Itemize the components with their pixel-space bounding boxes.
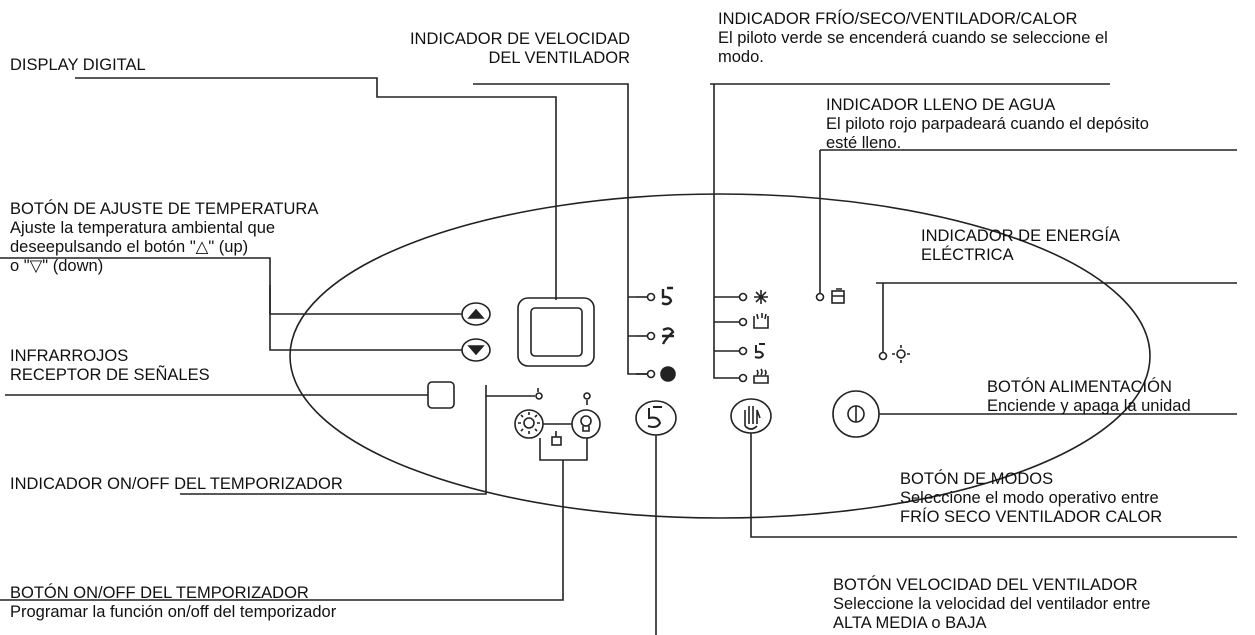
mode-cool-led bbox=[738, 292, 748, 302]
control-panel-outline bbox=[289, 193, 1151, 519]
callout-timer-button-desc: Programar la función on/off del temporiz… bbox=[10, 603, 337, 621]
callout-power-indicator-title: INDICADOR DE ENERGÍA bbox=[921, 227, 1120, 245]
bulb-icon bbox=[580, 415, 592, 427]
lock-icon bbox=[551, 436, 562, 446]
callout-timer-button: BOTÓN ON/OFF DEL TEMPORIZADOR Programar … bbox=[10, 584, 336, 622]
timer-off-led bbox=[583, 392, 591, 400]
callout-timer-indicator-title: INDICADOR ON/OFF DEL TEMPORIZADOR bbox=[10, 475, 343, 493]
mode-fan-icon bbox=[754, 343, 765, 359]
callout-temp-desc3: o "▽" (down) bbox=[10, 257, 104, 275]
callout-water-full-desc1: El piloto rojo parpadeará cuando el depó… bbox=[826, 115, 1149, 133]
callout-fan-speed-indicator: INDICADOR DE VELOCIDAD DEL VENTILADOR bbox=[340, 30, 630, 68]
callout-fan-indicator-title2: DEL VENTILADOR bbox=[488, 49, 630, 67]
callout-infrared-title: INFRARROJOS bbox=[10, 347, 129, 365]
fan-high-icon bbox=[661, 286, 673, 306]
callout-infrared: INFRARROJOS RECEPTOR DE SEÑALES bbox=[10, 347, 210, 385]
callout-power-button-desc: Enciende y apaga la unidad bbox=[987, 397, 1191, 415]
callout-display: DISPLAY DIGITAL bbox=[10, 56, 146, 75]
fan-low-led bbox=[646, 369, 656, 379]
callout-water-full: INDICADOR LLENO DE AGUA El piloto rojo p… bbox=[826, 96, 1149, 153]
timer-off-button[interactable] bbox=[571, 409, 601, 439]
sun-icon bbox=[523, 417, 535, 429]
callout-power-indicator-title2: ELÉCTRICA bbox=[921, 246, 1014, 264]
callout-power-indicator: INDICADOR DE ENERGÍA ELÉCTRICA bbox=[921, 227, 1120, 265]
callout-temp-title: BOTÓN DE AJUSTE DE TEMPERATURA bbox=[10, 200, 319, 218]
callout-water-full-desc2: esté lleno. bbox=[826, 134, 902, 152]
fan-high-led bbox=[646, 292, 656, 302]
infrared-receiver bbox=[427, 381, 455, 409]
water-full-led bbox=[815, 292, 825, 302]
power-sun-icon bbox=[896, 349, 906, 359]
fan-medium-icon bbox=[661, 327, 675, 345]
callout-fan-indicator-title: INDICADOR DE VELOCIDAD bbox=[409, 30, 630, 48]
heat-icon bbox=[753, 368, 769, 384]
mode-button[interactable] bbox=[730, 398, 772, 434]
callout-infrared-title2: RECEPTOR DE SEÑALES bbox=[10, 366, 210, 384]
callout-power-button: BOTÓN ALIMENTACIÓN Enciende y apaga la u… bbox=[987, 378, 1191, 416]
callout-mode-indicator-title: INDICADOR FRÍO/SECO/VENTILADOR/CALOR bbox=[718, 10, 1078, 28]
callout-mode-button: BOTÓN DE MODOS Seleccione el modo operat… bbox=[900, 470, 1162, 527]
temp-up-icon bbox=[467, 308, 485, 319]
fan-medium-led bbox=[646, 331, 656, 341]
callout-timer-indicator: INDICADOR ON/OFF DEL TEMPORIZADOR bbox=[10, 475, 343, 494]
power-led bbox=[878, 351, 888, 361]
callout-temp-desc1: Ajuste la temperatura ambiental que bbox=[10, 219, 276, 237]
callout-power-button-title: BOTÓN ALIMENTACIÓN bbox=[987, 378, 1172, 396]
callout-mode-indicator: INDICADOR FRÍO/SECO/VENTILADOR/CALOR El … bbox=[718, 10, 1108, 67]
callout-fan-button-title: BOTÓN VELOCIDAD DEL VENTILADOR bbox=[833, 576, 1138, 594]
callout-mode-button-desc2: FRÍO SECO VENTILADOR CALOR bbox=[900, 508, 1163, 526]
callout-temp-desc2: deseepulsando el botón "△" (up) bbox=[10, 238, 249, 256]
callout-temp-button: BOTÓN DE AJUSTE DE TEMPERATURA Ajuste la… bbox=[10, 200, 318, 276]
callout-display-title: DISPLAY DIGITAL bbox=[10, 56, 146, 74]
callout-fan-button-desc2: ALTA MEDIA o BAJA bbox=[833, 614, 987, 632]
callout-timer-button-title: BOTÓN ON/OFF DEL TEMPORIZADOR bbox=[10, 584, 309, 602]
callout-mode-button-desc1: Seleccione el modo operativo entre bbox=[900, 489, 1159, 507]
mode-dry-led bbox=[738, 317, 748, 327]
mode-heat-led bbox=[738, 373, 748, 383]
mode-fan-led bbox=[738, 346, 748, 356]
callout-mode-indicator-desc1: El piloto verde se encenderá cuando se s… bbox=[718, 29, 1108, 47]
timer-on-led bbox=[535, 392, 543, 400]
dry-icon bbox=[753, 313, 769, 329]
fan-button-icon bbox=[647, 406, 662, 428]
callout-fan-button-desc1: Seleccione la velocidad del ventilador e… bbox=[833, 595, 1151, 613]
callout-mode-indicator-desc2: modo. bbox=[718, 48, 764, 66]
water-tank-icon bbox=[831, 290, 845, 304]
temp-down-icon bbox=[467, 345, 485, 356]
snowflake-icon bbox=[754, 290, 768, 304]
digital-display-screen bbox=[530, 307, 583, 357]
callout-mode-button-title: BOTÓN DE MODOS bbox=[900, 470, 1054, 488]
callout-fan-button: BOTÓN VELOCIDAD DEL VENTILADOR Seleccion… bbox=[833, 576, 1150, 633]
hand-icon bbox=[744, 406, 761, 430]
callout-water-full-title: INDICADOR LLENO DE AGUA bbox=[826, 96, 1056, 114]
fan-low-icon bbox=[660, 366, 676, 382]
